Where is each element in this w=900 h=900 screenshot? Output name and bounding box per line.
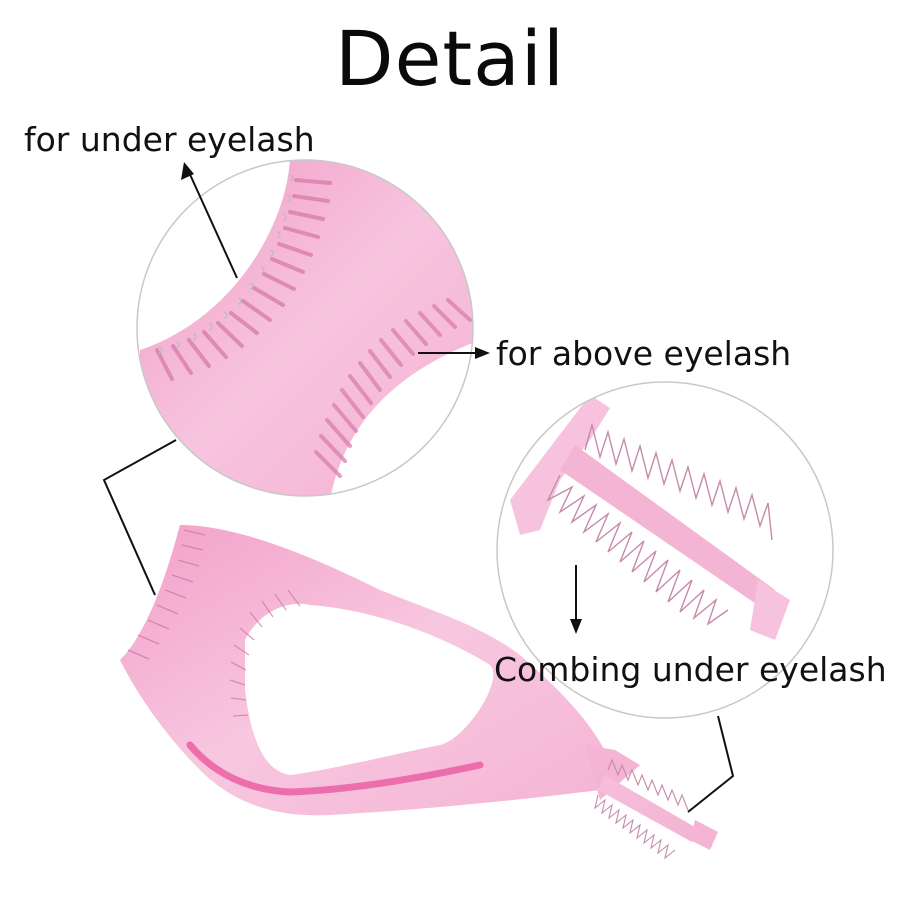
magnified-circle-comb-tip xyxy=(496,381,834,719)
arrow-under-eyelash xyxy=(187,169,238,279)
connector-circle-a-to-product xyxy=(102,439,177,596)
arrowhead-under-icon xyxy=(181,162,194,180)
arrowhead-above-icon xyxy=(475,347,490,359)
label-above-eyelash: for above eyelash xyxy=(496,334,792,373)
product-main-view xyxy=(120,525,718,860)
callout-lines xyxy=(102,169,735,813)
connector-circle-b-to-handle xyxy=(687,715,735,813)
magnified-circle-comb-edges xyxy=(136,159,474,497)
label-under-eyelash: for under eyelash xyxy=(24,120,315,159)
arrowheads xyxy=(181,162,582,634)
arrowhead-combing-icon xyxy=(570,619,582,634)
label-combing-under-eyelash: Combing under eyelash xyxy=(494,650,887,689)
page-title: Detail xyxy=(335,14,565,103)
